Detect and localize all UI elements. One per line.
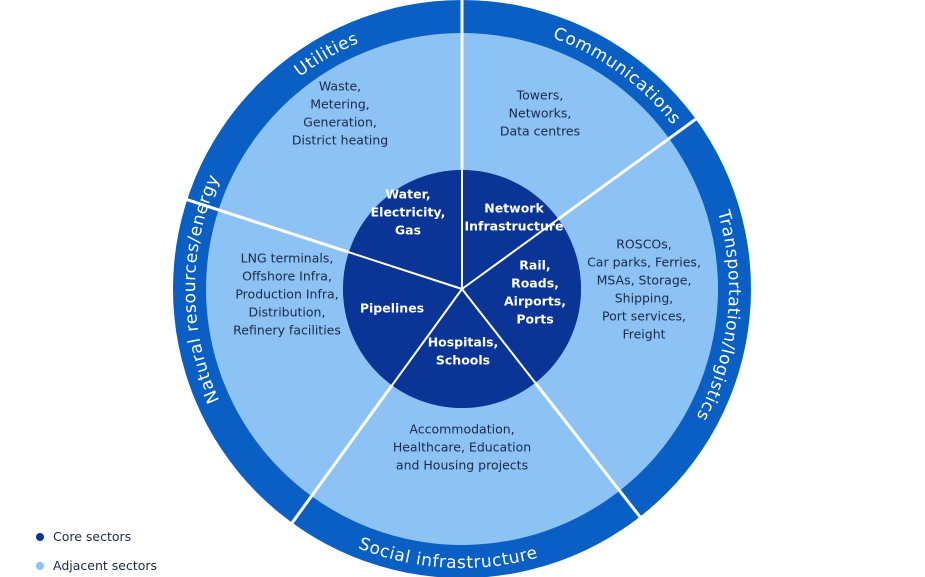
core-divider bbox=[348, 251, 463, 290]
adjacent-wedge-social bbox=[311, 382, 620, 545]
adjacent-wedge-communications bbox=[462, 33, 670, 220]
legend-core: Core sectors bbox=[36, 529, 131, 544]
core-label-utilities: Water,Electricity,Gas bbox=[371, 187, 446, 238]
core-divider bbox=[461, 288, 537, 384]
adjacent-label-utilities: Waste,Metering,Generation,District heati… bbox=[292, 79, 388, 148]
adjacent-wedge-natural-resources bbox=[206, 209, 393, 497]
core-label-social: Hospitals,Schools bbox=[428, 335, 499, 368]
ring-divider bbox=[557, 117, 697, 221]
adjacent-legend-label: Adjacent sectors bbox=[53, 558, 158, 573]
ring-dividers bbox=[186, 0, 697, 524]
adjacent-label-communications: Towers,Networks,Data centres bbox=[500, 88, 580, 139]
adjacent-label-natural-resources: LNG terminals,Offshore Infra,Production … bbox=[233, 251, 341, 338]
adjacent-wedge-transportation bbox=[535, 138, 718, 491]
core-legend-label: Core sectors bbox=[53, 529, 132, 544]
adjacent-legend-dot bbox=[36, 561, 44, 570]
ring-divider bbox=[290, 384, 394, 524]
legend-adjacent: Adjacent sectors bbox=[36, 558, 157, 573]
core-label-natural-resources: Pipelines bbox=[360, 301, 424, 316]
core-divider bbox=[391, 288, 463, 386]
ring-divider bbox=[534, 381, 642, 518]
adjacent-label-transportation: ROSCOs,Car parks, Ferries,MSAs, Storage,… bbox=[587, 237, 701, 342]
core-label-transportation: Rail,Roads,Airports,Ports bbox=[504, 258, 566, 327]
core-divider bbox=[461, 218, 559, 290]
core-dividers bbox=[348, 170, 559, 386]
adjacent-sectors bbox=[206, 33, 718, 545]
core-legend-dot bbox=[36, 532, 44, 541]
ring-divider bbox=[186, 198, 350, 254]
adjacent-wedge-utilities bbox=[218, 33, 462, 253]
